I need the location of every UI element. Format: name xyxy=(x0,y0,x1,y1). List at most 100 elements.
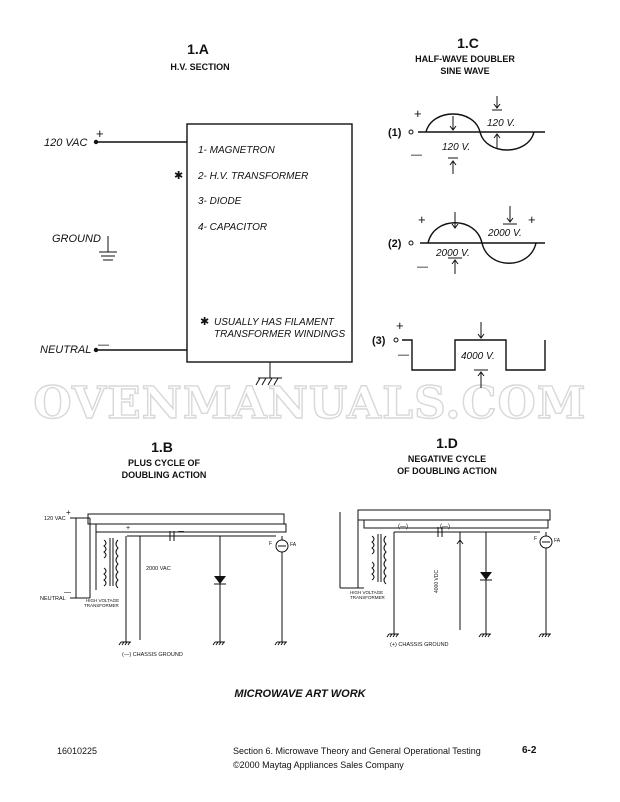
plus-cycle-voltage-label: 2000 VAC xyxy=(146,566,171,572)
transformer-asterisk: ✱ xyxy=(174,170,183,182)
plus-cycle-ground-label: (—) CHASSIS GROUND xyxy=(122,652,183,658)
input-terminal xyxy=(93,139,99,145)
plus-cycle-magnetron xyxy=(275,539,289,553)
wave-1-sine xyxy=(425,113,535,151)
neutral-terminal xyxy=(93,347,99,353)
watermark: OVENMANUALS.COM xyxy=(33,378,586,429)
wave-3-plus: + xyxy=(396,318,404,333)
wave-1-lower-arrows xyxy=(448,157,458,174)
wave-1-lower-label: 120 V. xyxy=(442,142,470,153)
neutral-label: NEUTRAL xyxy=(40,344,91,356)
section-1a-hv-section: 1.A H.V. SECTION 120 VAC + GROUND NEUTRA… xyxy=(40,41,353,386)
plus-cycle-neutral-minus: — xyxy=(64,589,71,596)
wave-2-upper-label: 2000 V. xyxy=(487,228,522,239)
plus-cycle-plus-sign: + xyxy=(126,525,130,532)
wave-1-minus: — xyxy=(411,149,422,161)
footer-doc-number: 16010225 xyxy=(57,746,98,756)
wave-2: (2) + + — 2000 V. 2000 V. xyxy=(388,206,545,274)
ground-label: GROUND xyxy=(52,233,101,245)
negative-cycle-cathode-label: FA xyxy=(554,538,561,544)
wave-1-terminal xyxy=(408,129,414,135)
section-1b-title-1: PLUS CYCLE OF xyxy=(128,458,201,468)
section-1d-number: 1.D xyxy=(436,435,458,451)
negative-cycle-neg-sign-1: (—) xyxy=(398,524,408,530)
plus-cycle-minus-sign: — xyxy=(178,529,184,535)
negative-cycle-neg-sign-2: (—) xyxy=(440,524,450,530)
note-line-2: TRANSFORMER WINDINGS xyxy=(214,329,345,340)
section-1c-sine-waves: 1.C HALF-WAVE DOUBLER SINE WAVE (1) + — … xyxy=(372,35,546,388)
wave-2-plus-left: + xyxy=(418,212,426,227)
section-1a-title: H.V. SECTION xyxy=(170,62,229,72)
plus-cycle-wiring xyxy=(70,513,287,640)
box-ground-symbol xyxy=(255,362,282,386)
negative-cycle-ground-1 xyxy=(386,627,400,638)
negative-cycle-ground-3 xyxy=(538,627,552,638)
footer-page-number: 6-2 xyxy=(522,745,537,756)
wave-2-index: (2) xyxy=(388,238,402,250)
negative-cycle-ground-2 xyxy=(478,627,492,638)
section-1d-title-1: NEGATIVE CYCLE xyxy=(408,454,486,464)
negative-cycle-voltage-arrow xyxy=(456,539,464,548)
plus-cycle-transformer xyxy=(103,538,119,589)
wave-1-plus: + xyxy=(414,106,422,121)
negative-cycle-magnetron xyxy=(539,535,553,549)
footer-copyright: ©2000 Maytag Appliances Sales Company xyxy=(233,760,404,770)
negative-cycle-diode xyxy=(480,572,492,581)
negative-cycle-ground-label: (+) CHASSIS GROUND xyxy=(390,642,449,648)
section-1b-plus-cycle: 1.B PLUS CYCLE OF DOUBLING ACTION 120 VA… xyxy=(40,439,297,658)
section-1c-number: 1.C xyxy=(457,35,479,51)
wave-2-sine xyxy=(427,222,537,264)
wave-3-label: 4000 V. xyxy=(461,351,495,362)
section-1c-title-1: HALF-WAVE DOUBLER xyxy=(415,54,515,64)
input-plus-sign: + xyxy=(96,126,104,141)
plus-cycle-transformer-label-2: TRANSFORMER xyxy=(84,603,120,608)
wave-2-plus-right: + xyxy=(528,212,536,227)
wave-1-upper-label: 120 V. xyxy=(487,118,515,129)
section-1a-number: 1.A xyxy=(187,41,209,57)
wave-3: (3) + — 4000 V. xyxy=(372,318,546,388)
wave-2-terminal xyxy=(408,240,414,246)
wave-3-index: (3) xyxy=(372,335,386,347)
negative-cycle-capacitor xyxy=(437,527,443,537)
footer-section-text: Section 6. Microwave Theory and General … xyxy=(233,746,481,756)
wave-1: (1) + — 120 V. 120 V. xyxy=(388,96,545,174)
component-3-diode: 3- DIODE xyxy=(198,196,242,207)
plus-cycle-input-plus: + xyxy=(66,508,71,517)
plus-cycle-ground-1 xyxy=(118,635,132,646)
ground-symbol xyxy=(99,236,117,261)
plus-cycle-neutral-label: NEUTRAL xyxy=(40,596,66,602)
negative-cycle-transformer xyxy=(371,534,387,585)
plus-cycle-cathode-label: FA xyxy=(290,542,297,548)
neutral-minus-sign: — xyxy=(98,339,109,351)
wave-3-arrows xyxy=(474,322,488,388)
wave-2-lower-label: 2000 V. xyxy=(435,248,470,259)
component-2-hv-transformer: 2- H.V. TRANSFORMER xyxy=(197,171,308,182)
caption: MICROWAVE ART WORK xyxy=(234,688,366,700)
component-1-magnetron: 1- MAGNETRON xyxy=(198,145,275,156)
plus-cycle-transformer-label-1: HIGH VOLTAGE xyxy=(86,598,119,603)
section-1d-title-2: OF DOUBLING ACTION xyxy=(397,466,497,476)
plus-cycle-capacitor xyxy=(169,531,175,541)
wave-3-minus: — xyxy=(398,349,409,361)
plus-cycle-120vac-label: 120 VAC xyxy=(44,516,66,522)
input-120vac-label: 120 VAC xyxy=(44,137,87,149)
section-1b-number: 1.B xyxy=(151,439,173,455)
wave-2-arrows xyxy=(448,206,517,274)
negative-cycle-filament-label: F xyxy=(534,536,537,542)
negative-cycle-voltage-label: 4000 VDC xyxy=(434,570,440,593)
section-1d-negative-cycle: 1.D NEGATIVE CYCLE OF DOUBLING ACTION xyxy=(339,435,561,648)
note-line-1: USUALLY HAS FILAMENT xyxy=(214,317,335,328)
wave-1-upper-arrows xyxy=(449,96,502,148)
plus-cycle-ground-2 xyxy=(212,635,226,646)
wave-2-minus: — xyxy=(417,261,428,273)
plus-cycle-diode xyxy=(214,576,226,585)
negative-cycle-wiring xyxy=(339,509,551,630)
section-1b-title-2: DOUBLING ACTION xyxy=(122,470,207,480)
plus-cycle-ground-3 xyxy=(274,635,288,646)
negative-cycle-transformer-label-1: HIGH VOLTAGE xyxy=(350,590,383,595)
section-1c-title-2: SINE WAVE xyxy=(440,66,489,76)
negative-cycle-transformer-label-2: TRANSFORMER xyxy=(350,595,386,600)
component-4-capacitor: 4- CAPACITOR xyxy=(198,222,267,233)
wave-3-terminal xyxy=(393,337,399,343)
